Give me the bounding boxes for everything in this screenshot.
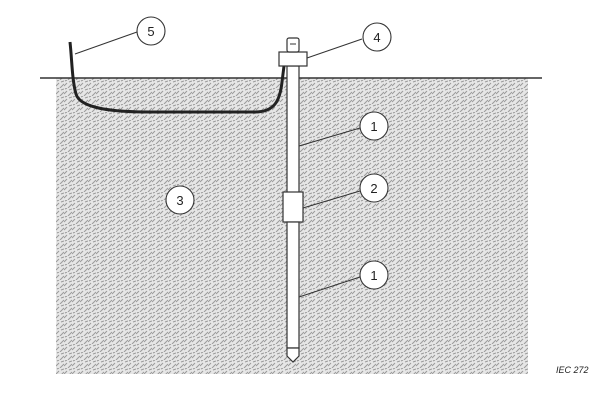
callout-5: 5 [136,16,166,46]
rod-coupling [282,191,304,223]
leader-line-1-lower [298,276,361,298]
callout-1-upper: 1 [359,111,389,141]
leader-line-2 [302,190,361,209]
callout-5-label: 5 [147,24,154,39]
leader-line-4 [306,38,363,59]
callout-1-lower-label: 1 [370,268,377,283]
callout-3: 3 [165,185,195,215]
callout-3-label: 3 [176,193,183,208]
ground-rod-lower [286,221,300,349]
rod-clamp [278,51,308,67]
leader-line-5 [74,31,138,55]
figure-reference: IEC 272 [556,365,589,375]
callout-2: 2 [359,173,389,203]
rod-tip [286,347,300,363]
callout-2-label: 2 [370,181,377,196]
leader-line-1-upper [298,127,361,147]
callout-1-lower: 1 [359,260,389,290]
callout-4-label: 4 [373,30,380,45]
callout-4: 4 [362,22,392,52]
conductor-cable [68,41,286,114]
ground-rod-upper [286,65,300,195]
clamp-bolt [286,37,300,53]
callout-1-upper-label: 1 [370,119,377,134]
